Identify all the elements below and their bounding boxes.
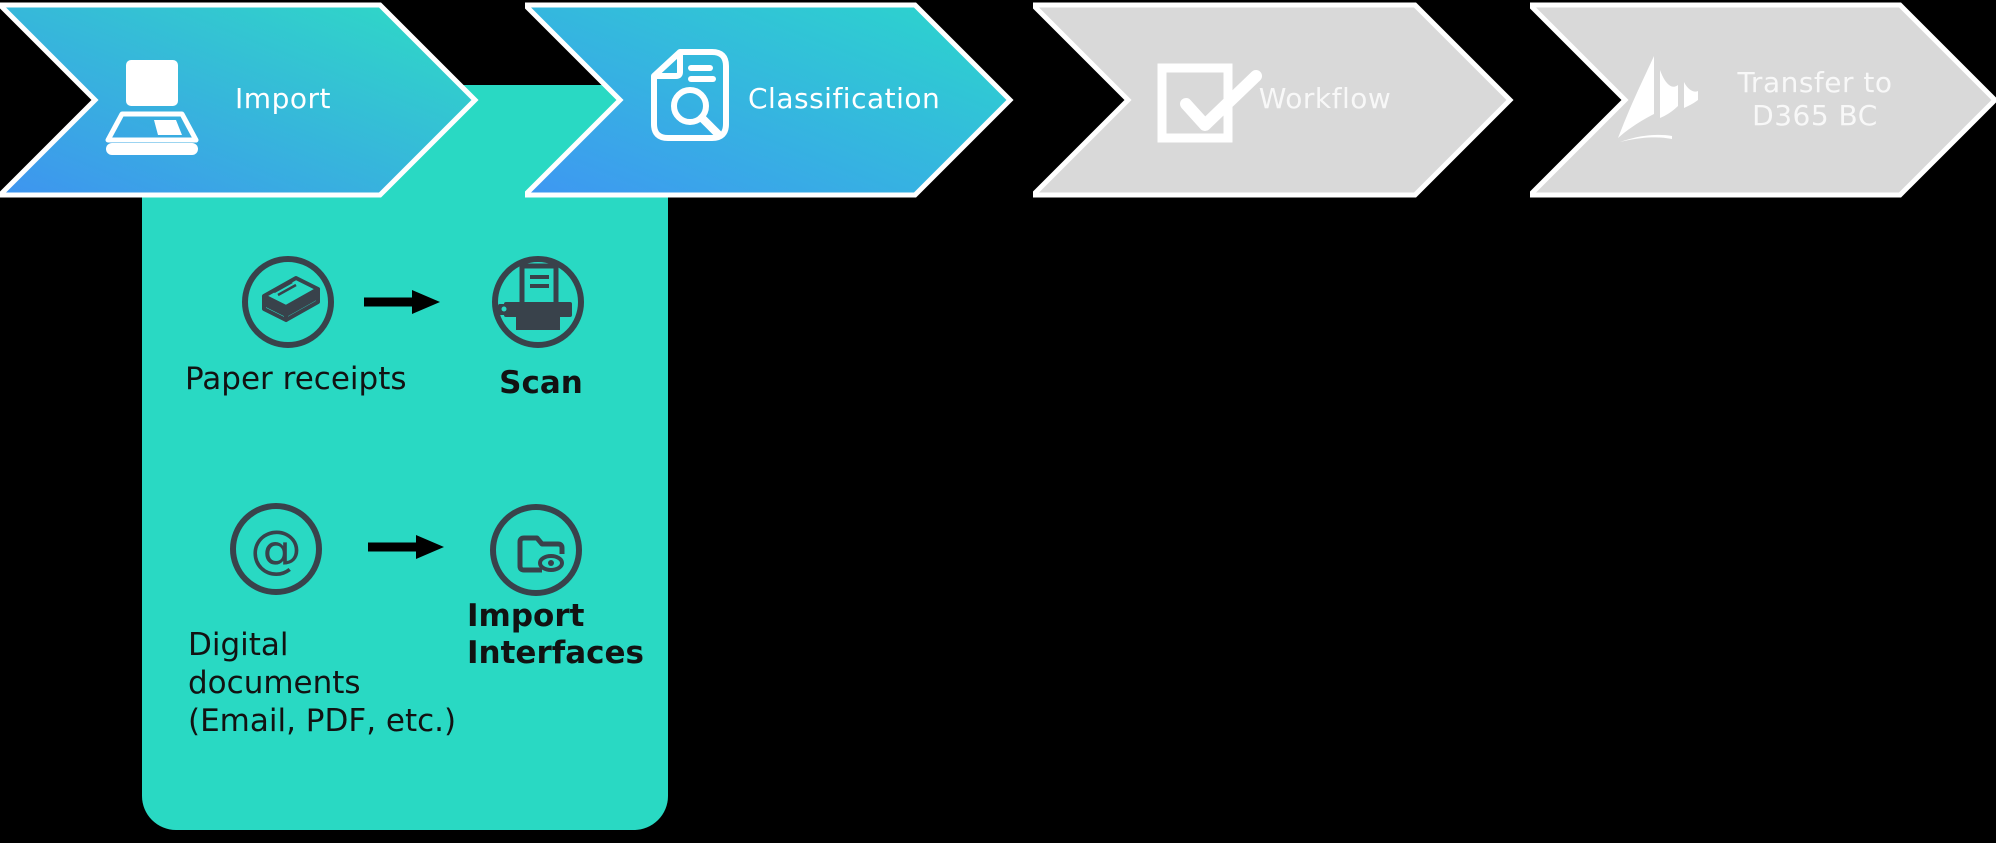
method-label-scan: Scan: [499, 365, 583, 401]
chevron-transfer: [1530, 2, 1996, 198]
step-label-workflow: Workflow: [1258, 82, 1392, 115]
svg-text:@: @: [250, 520, 302, 580]
import-detail-panel: [142, 85, 668, 830]
document-search-icon: [651, 49, 729, 141]
step-label-import: Import: [235, 82, 331, 115]
dynamics-icon: [1618, 56, 1698, 142]
source-label-paper: Paper receipts: [185, 361, 407, 397]
scan-icon: [492, 256, 584, 348]
at-icon: @: [230, 503, 322, 595]
arrow-right-icon: [368, 535, 444, 559]
scanner-icon: [105, 60, 199, 155]
step-label-transfer: Transfer to D365 BC: [1737, 66, 1893, 132]
arrow-right-icon: [364, 290, 440, 314]
step-label-classification: Classification: [748, 82, 941, 115]
chevron-workflow: [1033, 2, 1514, 198]
source-label-digital: Digital documents (Email, PDF, etc.): [188, 627, 457, 739]
chevron-classification: [525, 2, 1014, 198]
import-interfaces-icon: [490, 504, 582, 596]
method-label-import-interfaces: Import Interfaces: [467, 598, 644, 671]
paper-stack-icon: [242, 256, 334, 348]
checkbox-icon: [1157, 63, 1262, 143]
